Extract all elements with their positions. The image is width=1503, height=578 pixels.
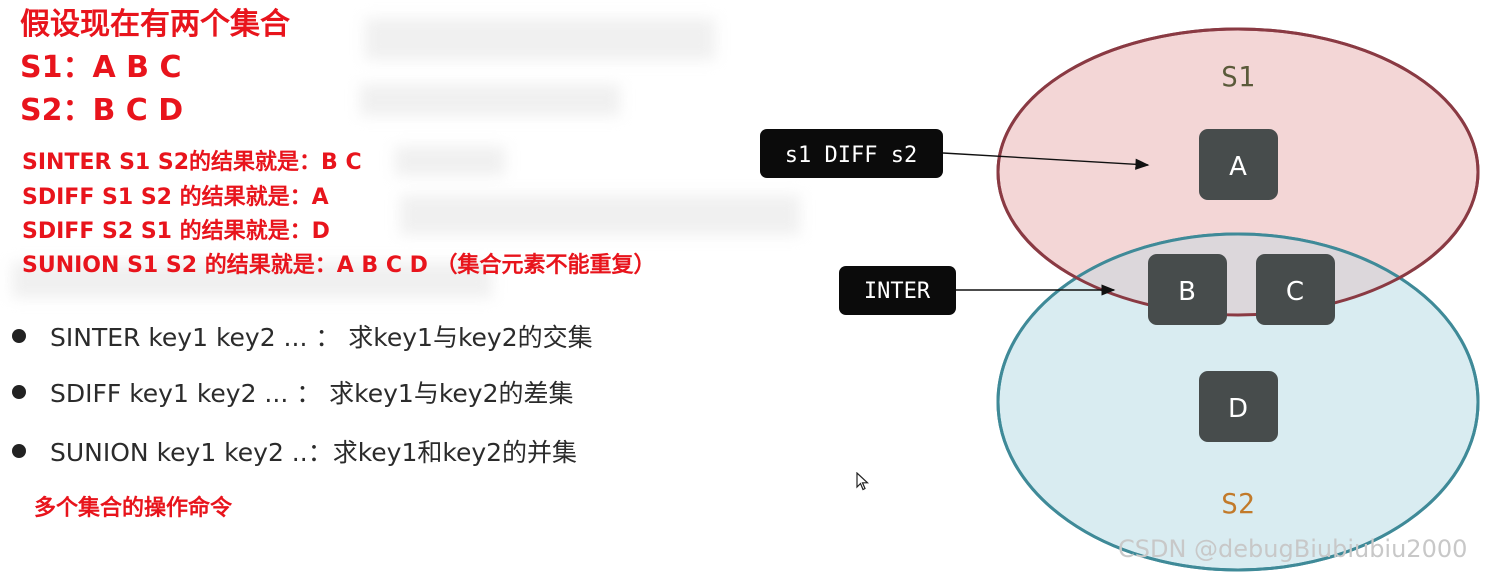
element-label: D xyxy=(1228,394,1248,424)
bullet-icon xyxy=(12,385,26,399)
command-text: SINTER key1 key2 ... ： 求key1与key2的交集 xyxy=(50,323,593,352)
result-sinter: SINTER S1 S2的结果就是：B C xyxy=(22,150,362,175)
footer-note: 多个集合的操作命令 xyxy=(34,496,233,521)
command-item-sdiff: SDIFF key1 key2 ... ： 求key1与key2的差集 xyxy=(12,372,574,412)
result-sdiff-s1-s2: SDIFF S1 S2 的结果就是：A xyxy=(22,185,329,210)
command-item-sunion: SUNION key1 key2 ..：求key1和key2的并集 xyxy=(12,431,577,471)
callout-box xyxy=(760,129,943,178)
command-item-sinter: SINTER key1 key2 ... ： 求key1与key2的交集 xyxy=(12,316,593,356)
blurred-text-patch xyxy=(400,195,800,235)
callout-diff-label: s1 DIFF s2 xyxy=(785,143,917,168)
blurred-text-patch xyxy=(360,84,620,116)
element-c: C xyxy=(1256,254,1335,325)
callout-inter-label: INTER xyxy=(864,279,931,304)
set-s1-outline xyxy=(996,27,1480,317)
blurred-text-patch xyxy=(12,262,492,298)
set-s2-label: S2 xyxy=(1221,487,1255,520)
watermark: CSDN @debugBiubiubiu2000 xyxy=(1118,535,1468,563)
command-text: SUNION key1 key2 ..：求key1和key2的并集 xyxy=(50,438,578,467)
element-a: A xyxy=(1199,129,1278,200)
command-text: SDIFF key1 key2 ... ： 求key1与key2的差集 xyxy=(50,379,574,408)
mouse-cursor-icon xyxy=(856,472,870,491)
element-box xyxy=(1199,129,1278,200)
blurred-text-patch xyxy=(365,18,715,60)
element-label: B xyxy=(1178,277,1196,307)
bullet-icon xyxy=(12,444,26,458)
element-d: D xyxy=(1199,371,1278,442)
callout-box xyxy=(839,266,956,315)
set-s2-outline xyxy=(996,232,1480,572)
bullet-icon xyxy=(12,329,26,343)
element-b: B xyxy=(1148,254,1227,325)
callout-diff: s1 DIFF s2 xyxy=(760,129,1150,178)
element-box xyxy=(1256,254,1335,325)
page-title: 假设现在有两个集合 xyxy=(20,7,290,42)
set-s1-definition: S1：A B C xyxy=(20,50,182,85)
element-box xyxy=(1148,254,1227,325)
set-s1-label: S1 xyxy=(1221,60,1255,93)
set-s2-definition: S2：B C D xyxy=(20,93,184,128)
element-box xyxy=(1199,371,1278,442)
element-label: C xyxy=(1286,277,1304,307)
result-sdiff-s2-s1: SDIFF S2 S1 的结果就是：D xyxy=(22,219,330,244)
blurred-text-patch xyxy=(395,146,505,176)
element-label: A xyxy=(1229,152,1247,182)
arrow-diff xyxy=(942,152,1150,170)
callout-inter: INTER xyxy=(839,266,1116,315)
result-sunion: SUNION S1 S2 的结果就是：A B C D （集合元素不能重复） xyxy=(22,253,656,278)
